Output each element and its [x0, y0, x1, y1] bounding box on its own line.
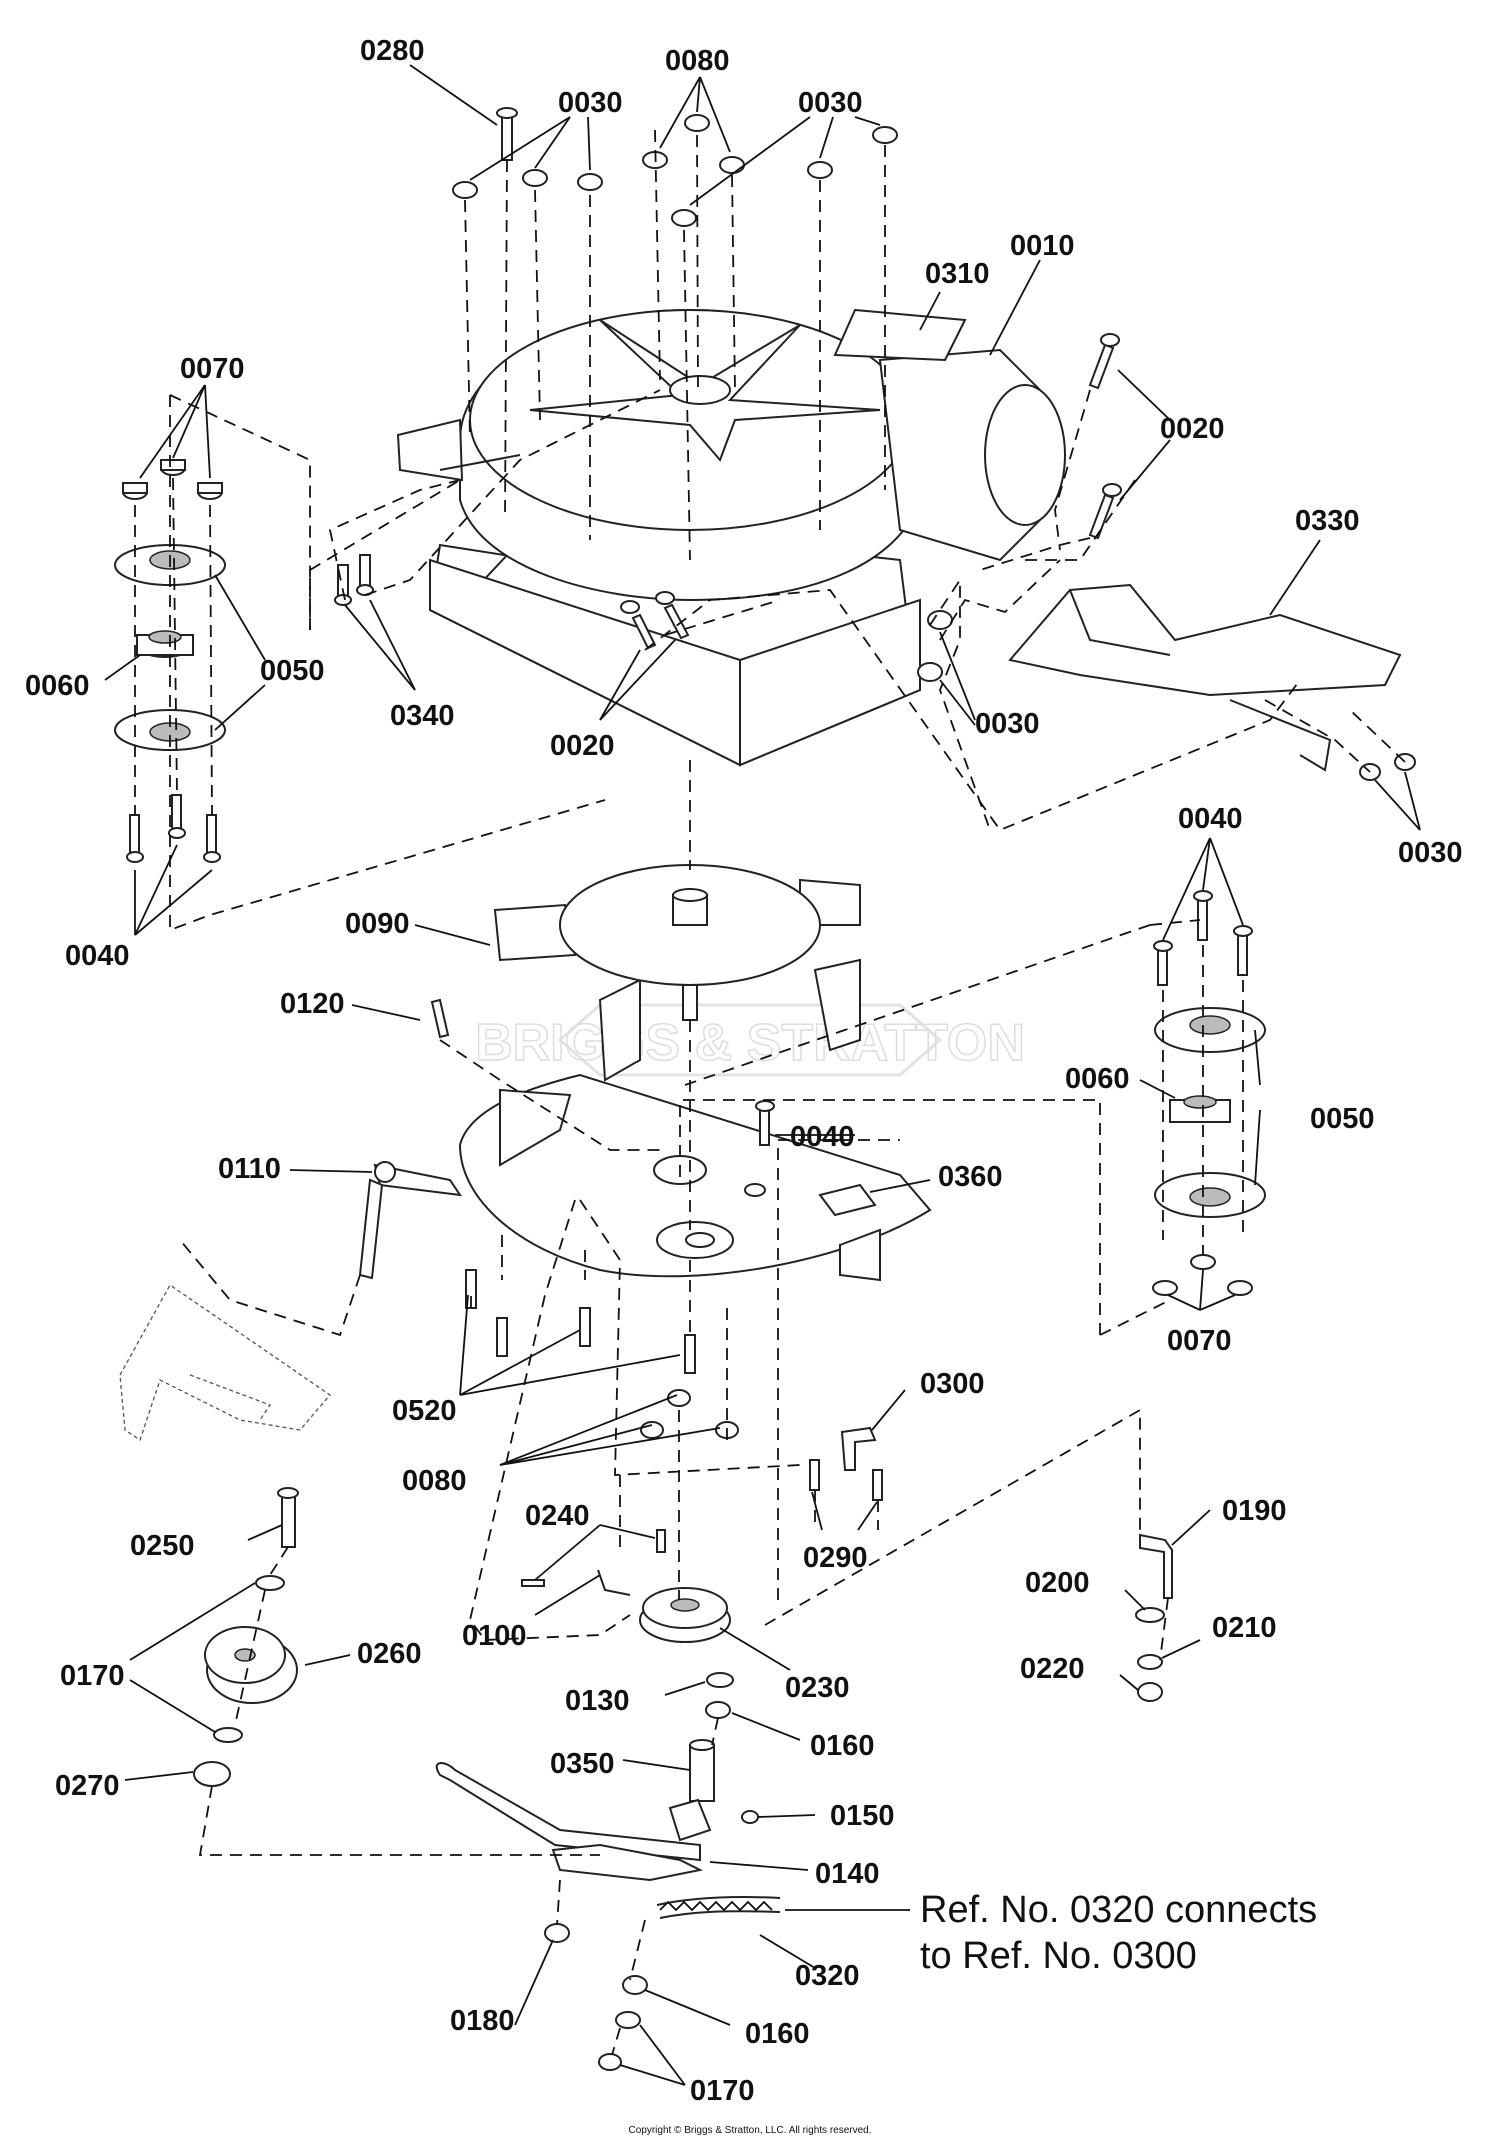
label-0310: 0310 — [925, 258, 990, 290]
label-0280: 0280 — [360, 35, 425, 67]
watermark-logo: BRIGGS & STRATTON — [474, 1003, 1026, 1077]
label-0050: 0050 — [260, 655, 325, 687]
label-0190: 0190 — [1222, 1495, 1287, 1527]
label-0170: 0170 — [690, 2075, 755, 2107]
label-0020: 0020 — [1160, 413, 1225, 445]
label-0160: 0160 — [745, 2018, 810, 2050]
label-0340: 0340 — [390, 700, 455, 732]
label-0180: 0180 — [450, 2005, 515, 2037]
label-0360: 0360 — [938, 1161, 1003, 1193]
bearing-stack-right — [1152, 1007, 1266, 1296]
label-0070: 0070 — [180, 353, 245, 385]
callout-labels: 0280 0030 0080 0030 0310 0010 0020 0330 … — [25, 35, 1463, 2107]
label-0290: 0290 — [803, 1542, 868, 1574]
label-0040: 0040 — [1178, 803, 1243, 835]
label-0030: 0030 — [975, 708, 1040, 740]
blower-housing — [396, 308, 1066, 767]
label-0060: 0060 — [1065, 1063, 1130, 1095]
label-0110: 0110 — [218, 1153, 281, 1185]
label-0080: 0080 — [665, 45, 730, 77]
label-0090: 0090 — [345, 908, 410, 940]
label-0520: 0520 — [392, 1395, 457, 1427]
label-0230: 0230 — [785, 1672, 850, 1704]
label-0130: 0130 — [565, 1685, 630, 1717]
discharge-chute — [1008, 583, 1402, 772]
arm-0140 — [435, 1762, 781, 2071]
label-0030: 0030 — [1398, 837, 1463, 869]
leader-lines — [104, 64, 1421, 2086]
label-0030: 0030 — [798, 87, 863, 119]
label-0080: 0080 — [402, 1465, 467, 1497]
label-0250: 0250 — [130, 1530, 195, 1562]
label-0220: 0220 — [1020, 1653, 1085, 1685]
label-0160: 0160 — [810, 1730, 875, 1762]
label-0150: 0150 — [830, 1800, 895, 1832]
right-hardware — [1135, 1533, 1173, 1702]
note-line-2: to Ref. No. 0300 — [920, 1935, 1197, 1977]
label-0300: 0300 — [920, 1368, 985, 1400]
label-0040: 0040 — [790, 1121, 855, 1153]
label-0350: 0350 — [550, 1748, 615, 1780]
label-0260: 0260 — [357, 1638, 422, 1670]
label-0170: 0170 — [60, 1660, 125, 1692]
label-0030: 0030 — [558, 87, 623, 119]
label-0120: 0120 — [280, 988, 345, 1020]
note-line-1: Ref. No. 0320 connects — [920, 1889, 1317, 1931]
label-0140: 0140 — [815, 1858, 880, 1890]
label-0270: 0270 — [55, 1770, 120, 1802]
label-0320: 0320 — [795, 1960, 860, 1992]
label-0020: 0020 — [550, 730, 615, 762]
impeller — [493, 864, 861, 1082]
label-0010: 0010 — [1010, 230, 1075, 262]
label-0070: 0070 — [1167, 1325, 1232, 1357]
assembly-lines — [134, 129, 1406, 2056]
reference-note: Ref. No. 0320 connects to Ref. No. 0300 — [920, 1889, 1317, 1977]
label-0210: 0210 — [1212, 1612, 1277, 1644]
copyright-text: Copyright © Briggs & Stratton, LLC. All … — [628, 2125, 871, 2136]
lever-0110 — [119, 1161, 463, 1442]
label-0040: 0040 — [65, 940, 130, 972]
pulley-0230 — [521, 1529, 759, 1842]
label-0050: 0050 — [1310, 1103, 1375, 1135]
idler-assembly — [193, 1487, 299, 1787]
label-0240: 0240 — [525, 1500, 590, 1532]
label-0330: 0330 — [1295, 505, 1360, 537]
label-0200: 0200 — [1025, 1567, 1090, 1599]
mounting-plate — [458, 1073, 932, 1282]
label-0100: 0100 — [462, 1620, 527, 1652]
label-0060: 0060 — [25, 670, 90, 702]
